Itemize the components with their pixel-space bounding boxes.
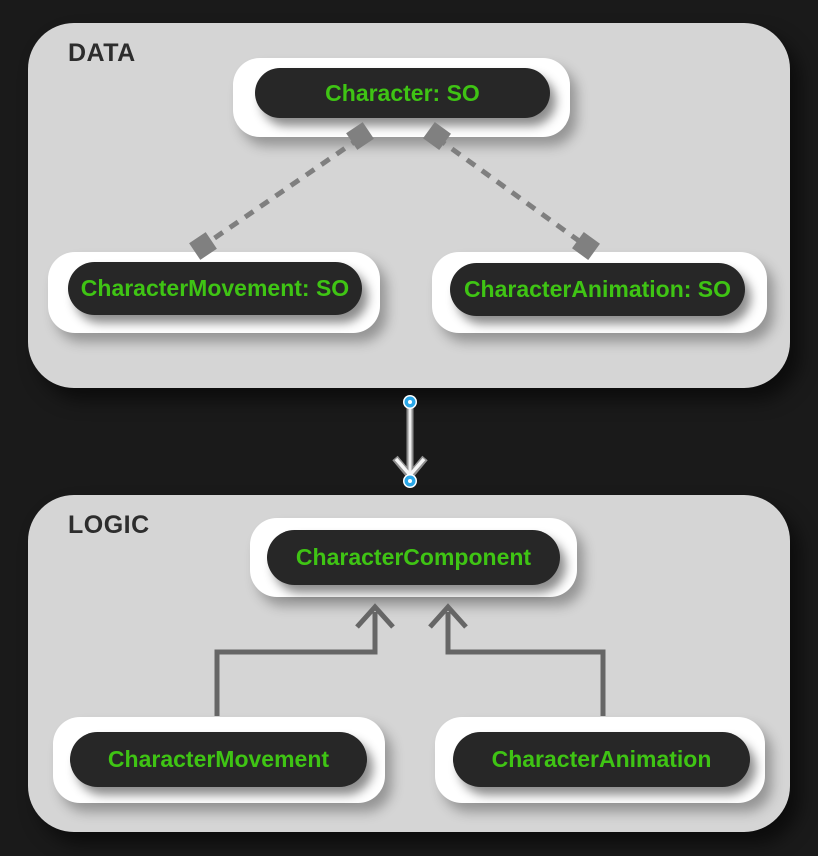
inheritance-edge-animation-to-component[interactable]	[428, 603, 606, 716]
composition-edge-character-to-animation[interactable]	[423, 122, 600, 260]
node-character-movement-so[interactable]: CharacterMovement: SO	[48, 252, 380, 333]
node-character-movement-so-pill[interactable]: CharacterMovement: SO	[68, 262, 362, 315]
edge-endpoint-handle-bottom[interactable]	[403, 474, 417, 488]
node-character-movement-so-label: CharacterMovement: SO	[80, 275, 350, 301]
node-character-animation-so-label: CharacterAnimation: SO	[463, 276, 732, 302]
node-character-animation-pill[interactable]: CharacterAnimation	[453, 732, 750, 787]
node-character-movement[interactable]: CharacterMovement	[53, 717, 385, 803]
square-endpoint[interactable]	[572, 232, 600, 260]
square-endpoint[interactable]	[423, 122, 451, 150]
node-character-animation[interactable]: CharacterAnimation	[435, 717, 765, 803]
node-character-component-label: CharacterComponent	[295, 544, 532, 570]
node-character-component-pill[interactable]: CharacterComponent	[267, 530, 560, 585]
square-endpoint[interactable]	[346, 122, 374, 150]
node-character-so-pill[interactable]: Character: SO	[255, 68, 550, 118]
node-character-animation-label: CharacterAnimation	[491, 746, 712, 772]
node-character-movement-pill[interactable]: CharacterMovement	[70, 732, 367, 787]
open-arrowhead-icon	[355, 603, 395, 629]
edge-endpoint-handle-top[interactable]	[403, 395, 417, 409]
node-character-animation-so-pill[interactable]: CharacterAnimation: SO	[450, 263, 745, 316]
node-character-movement-label: CharacterMovement	[107, 746, 330, 772]
composition-edge-character-to-movement[interactable]	[189, 122, 374, 260]
node-character-so-label: Character: SO	[325, 79, 480, 106]
data-panel-label: DATA	[68, 39, 136, 67]
panel-flow-arrow-data-to-logic[interactable]	[392, 395, 428, 488]
node-character-so[interactable]: Character: SO	[233, 58, 570, 137]
open-arrowhead-icon	[428, 603, 468, 629]
node-character-component[interactable]: CharacterComponent	[250, 518, 577, 597]
square-endpoint[interactable]	[189, 232, 217, 260]
inheritance-edge-movement-to-component[interactable]	[214, 603, 395, 716]
node-character-animation-so[interactable]: CharacterAnimation: SO	[432, 252, 767, 333]
logic-panel-label: LOGIC	[68, 511, 150, 539]
